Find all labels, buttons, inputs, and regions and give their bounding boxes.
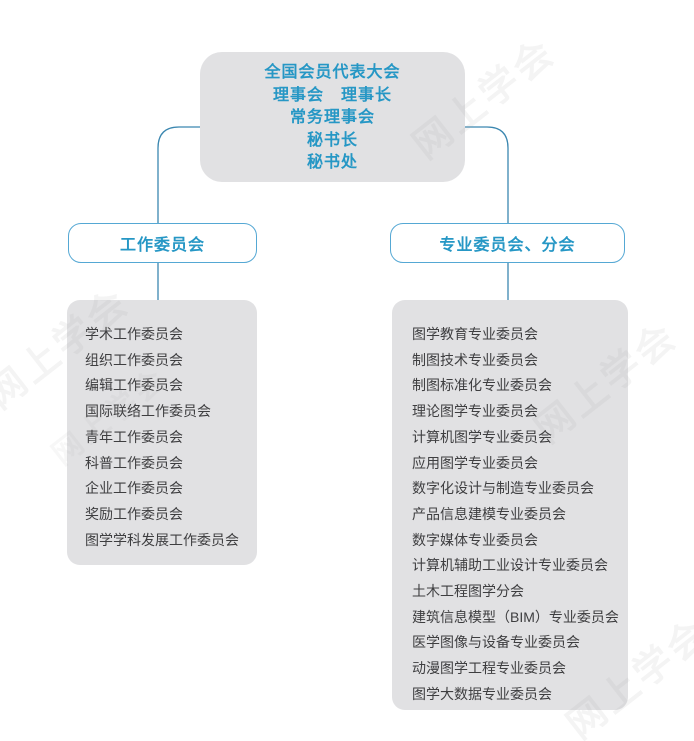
committee-list-item: 编辑工作委员会: [85, 377, 183, 394]
committee-list-item: 数字化设计与制造专业委员会: [412, 480, 594, 497]
root-box-line: 理事会 理事长: [272, 86, 392, 104]
branch-box-work: 工作委员会: [68, 223, 257, 263]
branch-box-professional-label: 专业委员会、分会: [439, 237, 576, 254]
branch-box-professional: 专业委员会、分会: [390, 223, 625, 263]
connector-root-to-professional: [465, 126, 509, 223]
committee-list-item: 计算机图学专业委员会: [412, 428, 552, 445]
root-box-line: 秘书处: [306, 154, 358, 171]
committee-list-item: 学术工作委员会: [85, 326, 183, 342]
committee-list-item: 制图标准化专业委员会: [412, 377, 552, 394]
root-box-line: 常务理事会: [289, 109, 375, 126]
committee-list-item: 应用图学专业委员会: [412, 454, 538, 471]
committee-list-item: 计算机辅助工业设计专业委员会: [412, 557, 608, 574]
committee-list-item: 数字媒体专业委员会: [412, 531, 538, 548]
committee-list-item: 国际联络工作委员会: [85, 403, 211, 420]
committee-list-item: 企业工作委员会: [85, 480, 183, 497]
committee-list-work: 学术工作委员会组织工作委员会编辑工作委员会国际联络工作委员会青年工作委员会科普工…: [67, 300, 257, 565]
committee-list-item: 奖励工作委员会: [85, 505, 183, 522]
committee-list-professional: 图学教育专业委员会制图技术专业委员会制图标准化专业委员会理论图学专业委员会计算机…: [392, 300, 628, 710]
committee-list-item: 动漫图学工程专业委员会: [412, 660, 566, 677]
committee-list-item: 图学大数据专业委员会: [412, 685, 552, 702]
committee-list-item: 土木工程图学分会: [412, 583, 524, 600]
committee-list-item: 产品信息建模专业委员会: [412, 505, 566, 522]
committee-list-item: 组织工作委员会: [85, 351, 183, 368]
committee-list-item: 制图技术专业委员会: [412, 351, 538, 368]
committee-list-item: 图学学科发展工作委员会: [85, 531, 239, 548]
root-box-line: 秘书长: [306, 131, 358, 149]
committee-list-item: 建筑信息模型（BIM）专业委员会: [412, 608, 619, 625]
committee-list-item: 理论图学专业委员会: [412, 403, 538, 420]
committee-list-item: 青年工作委员会: [85, 428, 183, 445]
committee-list-item: 医学图像与设备专业委员会: [412, 634, 580, 651]
root-box-line: 全国会员代表大会: [264, 64, 401, 81]
connector-root-to-work: [157, 126, 200, 223]
root-box: 全国会员代表大会理事会 理事长常务理事会秘书长秘书处: [200, 52, 465, 182]
committee-list-item: 图学教育专业委员会: [412, 326, 538, 342]
committee-list-item: 科普工作委员会: [85, 454, 183, 471]
branch-box-work-label: 工作委员会: [119, 237, 205, 254]
